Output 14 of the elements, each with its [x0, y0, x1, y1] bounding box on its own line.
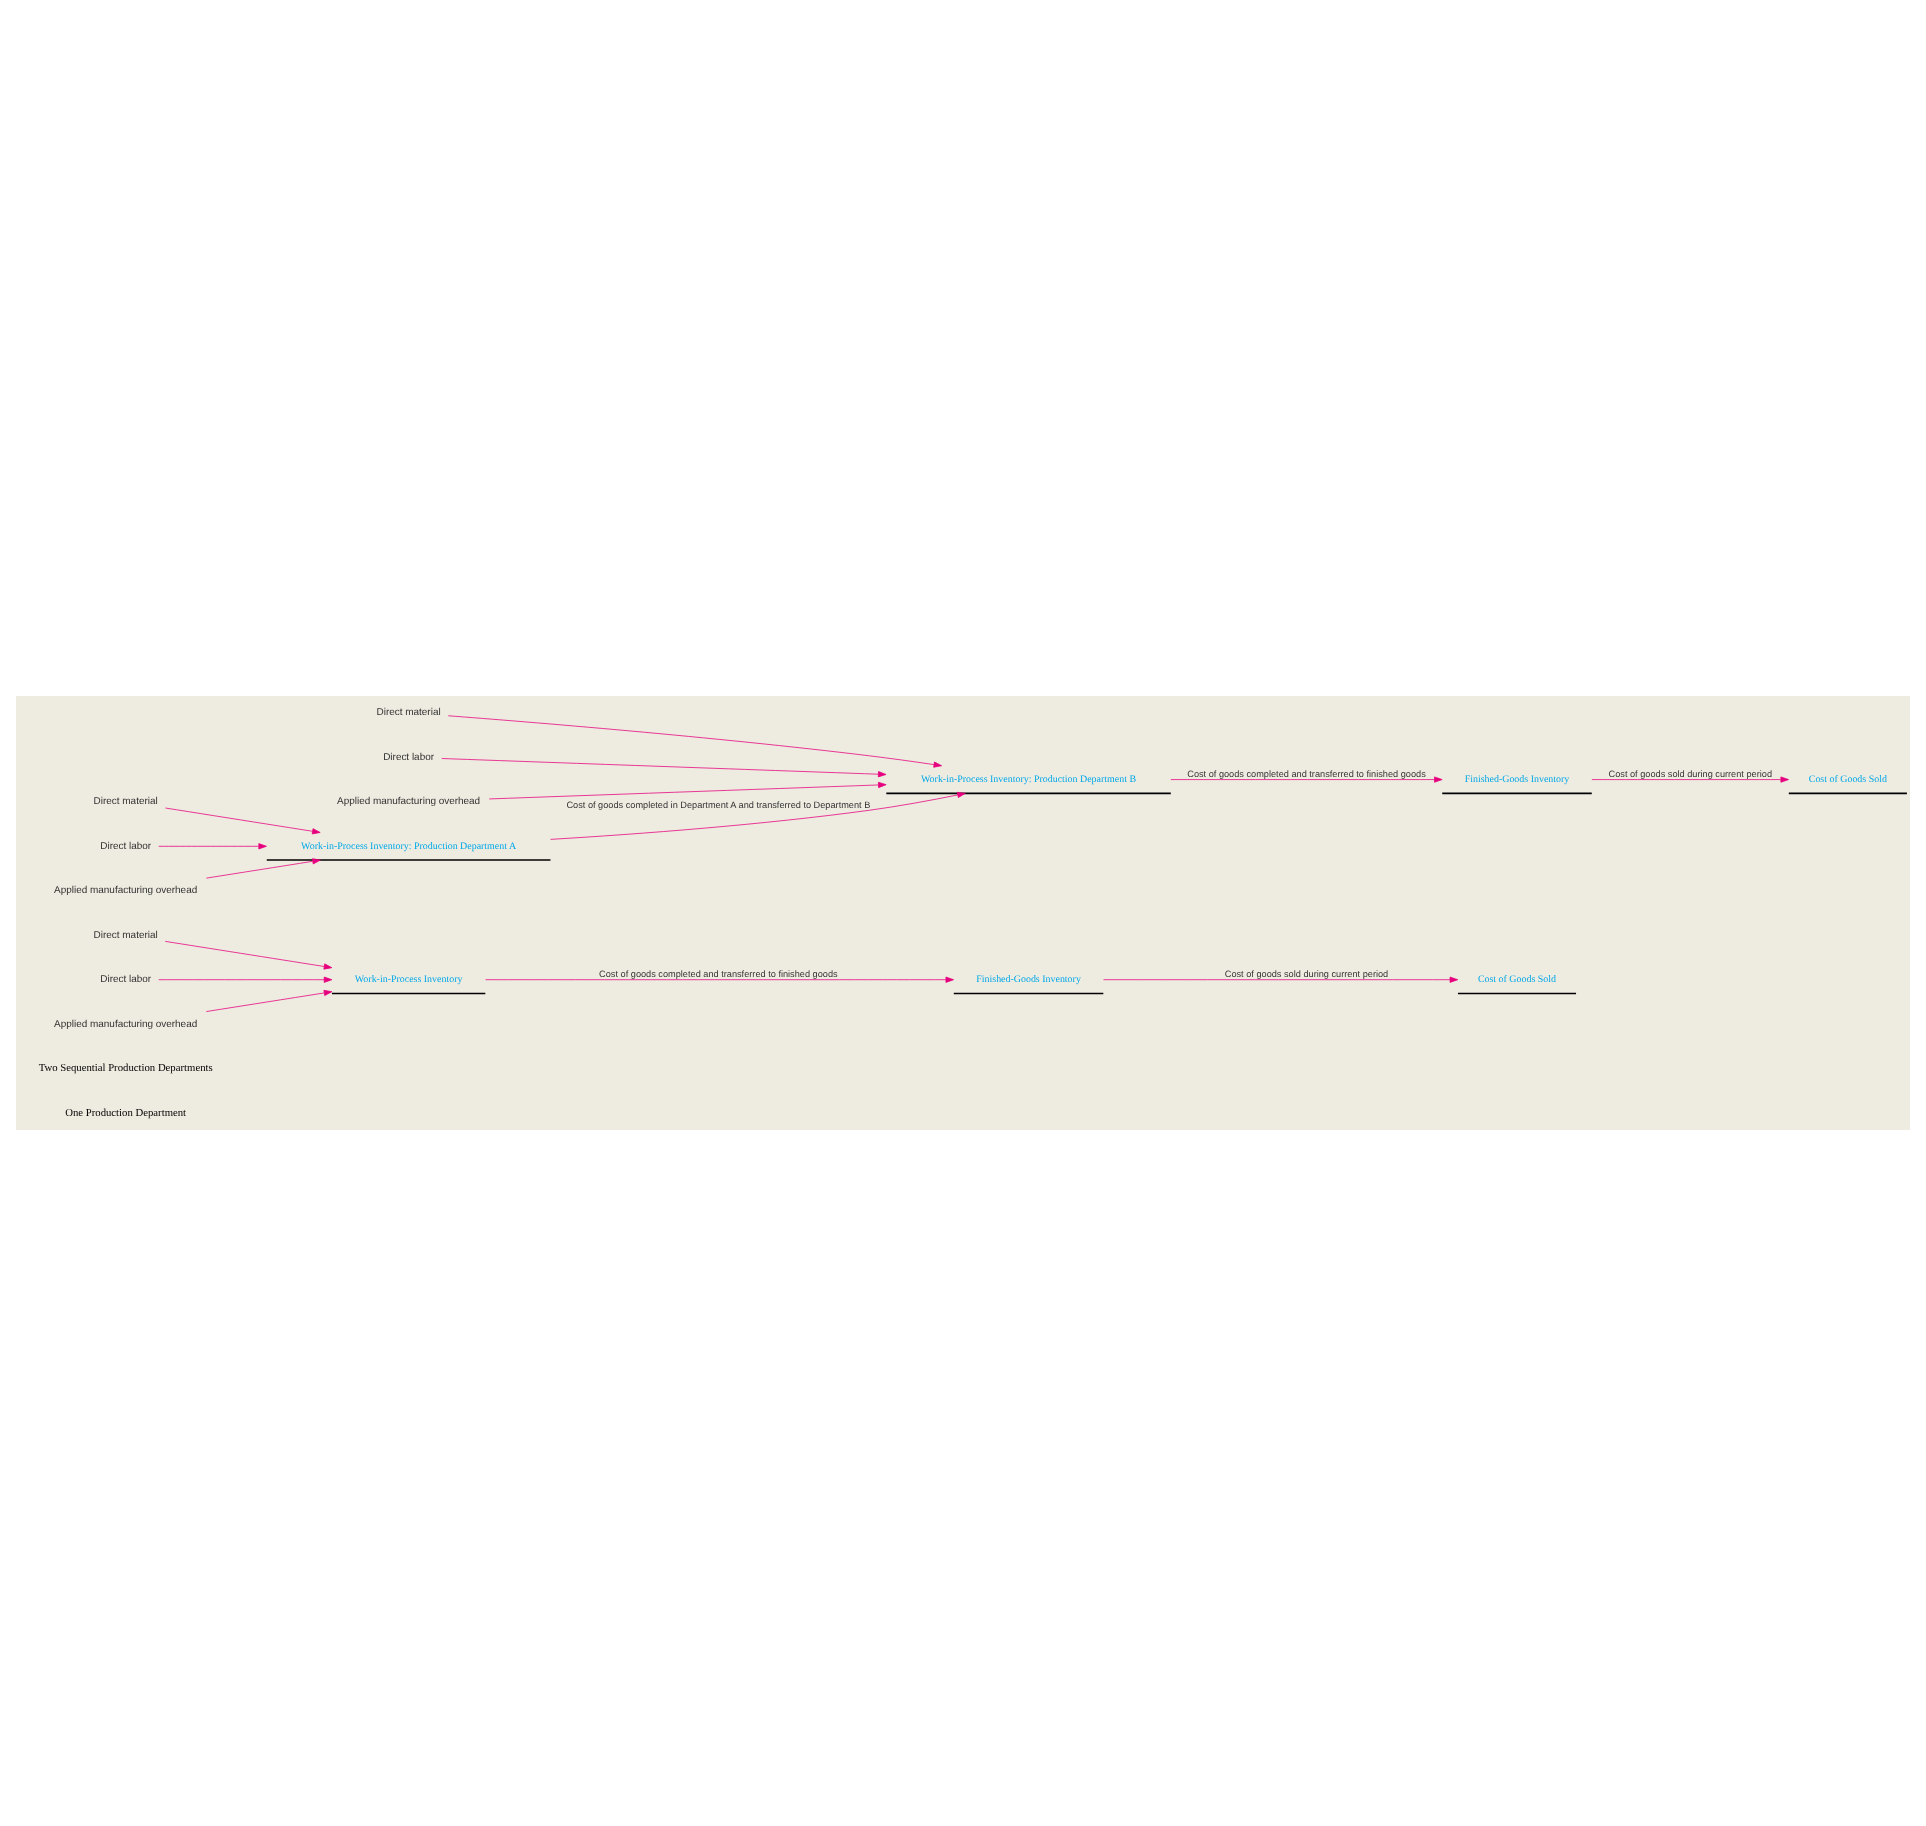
arrow	[441, 758, 887, 778]
arrow	[1591, 776, 1789, 783]
arrow	[485, 976, 954, 983]
arrow	[205, 858, 321, 879]
arrow	[488, 781, 887, 800]
arrow	[165, 807, 321, 835]
arrow	[158, 976, 333, 983]
arrow	[1103, 976, 1459, 983]
arrow	[447, 715, 942, 768]
arrow	[550, 791, 966, 840]
arrow	[1170, 776, 1443, 783]
arrow	[164, 941, 333, 970]
arrow	[158, 843, 267, 850]
arrow	[205, 989, 333, 1012]
